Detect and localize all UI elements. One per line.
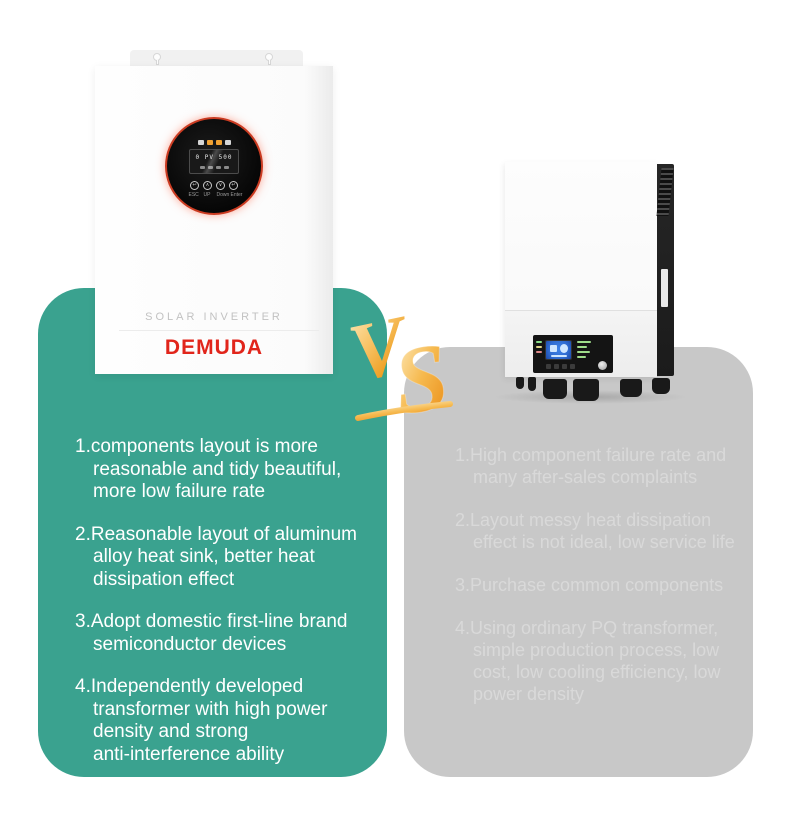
panel-buttons (546, 364, 575, 369)
keyhole-icon (152, 53, 162, 65)
vs-badge: V S (341, 286, 472, 435)
up-button-icon: ∧ (203, 181, 212, 190)
mounting-bracket (130, 50, 303, 67)
brand-logo: DEMUDA (164, 336, 264, 359)
comparison-line: 4.Independently developed (75, 676, 304, 697)
down-button-icon: ∨ (216, 181, 225, 190)
panel-readout-lines (577, 341, 591, 358)
comparison-line: 1.High component failure rate and (455, 445, 727, 465)
comparison-line: density and strong (93, 721, 249, 742)
led-indicators (536, 341, 542, 353)
down-label: Down (216, 192, 230, 198)
indicator-light (206, 140, 213, 145)
indicator-light (224, 140, 231, 145)
left-inverter-display: 0 PV 500 ↩ ∧ ∨ ↵ ESC UP Down Enter (165, 117, 263, 215)
status-indicator-lights (167, 140, 261, 145)
comparison-item: 4.Using ordinary PQ transformer,simple p… (455, 617, 747, 705)
comparison-item: 3.Purchase common components (455, 574, 747, 596)
vent-grille (656, 168, 674, 216)
comparison-line: transformer with high power (93, 698, 328, 720)
comparison-line: 2.Reasonable layout of aluminum (75, 523, 358, 545)
panel-knob (598, 361, 607, 370)
comparison-line: 4.Using ordinary PQ transformer, (455, 618, 719, 638)
esc-button-icon: ↩ (190, 181, 199, 190)
comparison-line: power density (473, 684, 585, 704)
product-type-label: SOLAR INVERTER (145, 311, 283, 323)
comparison-line: cost, low cooling efficiency, low (473, 662, 721, 682)
cable-gland (620, 379, 642, 397)
cable-gland (652, 378, 670, 394)
side-spec-label (661, 269, 668, 307)
lcd-status-icons (190, 166, 238, 169)
enter-button-icon: ↵ (229, 181, 238, 190)
comparison-line: semiconductor devices (93, 633, 287, 655)
keyhole-icon (264, 53, 274, 65)
comparison-line: 2.Layout messy heat dissipation (455, 510, 712, 530)
lcd-readout: 0 PV 500 (190, 154, 238, 162)
up-label: UP (203, 192, 211, 198)
indicator-light (197, 140, 204, 145)
comparison-line: 3.Purchase common components (455, 575, 724, 595)
display-button-labels: ESC UP Down Enter (167, 192, 261, 198)
comparison-line: many after-sales complaints (473, 467, 698, 487)
indicator-light (215, 140, 222, 145)
lcd-screen: 0 PV 500 (189, 149, 239, 174)
comparison-line: reasonable and tidy beautiful, (93, 458, 342, 480)
esc-label: ESC (188, 192, 199, 198)
display-buttons: ↩ ∧ ∨ ↵ (167, 181, 261, 190)
cable-gland (543, 379, 567, 399)
lcd-sheen (190, 150, 238, 173)
right-inverter-body (505, 162, 657, 377)
vs-graphic: V S (341, 297, 455, 435)
blue-lcd-screen (545, 340, 572, 360)
comparison-line: 3.Adopt domestic first-line brand (75, 611, 348, 632)
cons-card (404, 347, 753, 777)
comparison-line: 1.components layout is more (75, 436, 318, 457)
comparison-line: simple production process, low (473, 640, 720, 660)
comparison-line: anti-interference ability (93, 743, 285, 765)
comparison-line: more low failure rate (93, 481, 266, 502)
cable-gland (516, 377, 524, 389)
comparison-line: effect is not ideal, low service life (473, 532, 735, 552)
cable-gland (573, 379, 599, 401)
vs-swoosh (355, 401, 453, 421)
right-inverter-photo (493, 158, 688, 408)
enter-label: Enter (230, 192, 243, 198)
left-inverter-body: 0 PV 500 ↩ ∧ ∨ ↵ ESC UP Down Enter (95, 66, 333, 374)
right-inverter-control-panel (533, 335, 613, 373)
cable-gland (528, 377, 536, 391)
divider (119, 330, 319, 331)
comparison-line: dissipation effect (93, 568, 235, 590)
right-inverter-side-panel (656, 164, 674, 376)
comparison-line: alloy heat sink, better heat (93, 546, 315, 567)
